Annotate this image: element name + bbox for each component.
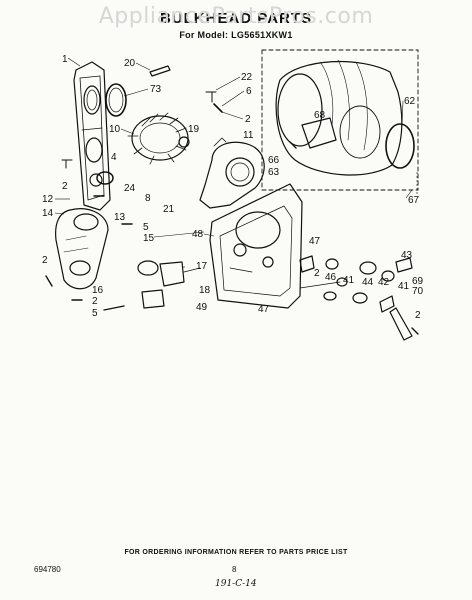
callout-2a: 2 (245, 114, 251, 125)
front-bulkhead-panel (73, 61, 111, 211)
hub-19 (178, 136, 190, 148)
callout-68: 68 (314, 110, 326, 121)
callout-5b: 5 (92, 308, 98, 319)
gasket-73 (105, 83, 127, 117)
callout-13: 13 (114, 212, 126, 223)
callout-21: 21 (163, 204, 175, 215)
ring-4 (96, 171, 114, 185)
callout-22: 22 (241, 72, 253, 83)
callout-14: 14 (42, 208, 54, 219)
document-number: 694780 (34, 565, 61, 574)
callout-2c: 2 (42, 255, 48, 266)
roller-arm-69 (389, 307, 413, 341)
callout-16: 16 (92, 285, 104, 296)
drum-group-box (261, 49, 419, 191)
callout-42: 42 (378, 277, 390, 288)
callout-19: 19 (188, 124, 200, 135)
callout-62: 62 (404, 96, 416, 107)
callout-44: 44 (362, 277, 374, 288)
callout-69: 69 (412, 276, 424, 287)
rear-bulkhead (209, 183, 303, 309)
idler-components (299, 255, 413, 341)
callout-47a: 47 (309, 236, 321, 247)
callout-70: 70 (412, 286, 424, 297)
ordering-info: FOR ORDERING INFORMATION REFER TO PARTS … (124, 549, 348, 556)
drum-baffle (301, 117, 337, 149)
callout-4: 4 (111, 152, 117, 163)
callout-66: 66 (268, 155, 280, 166)
page-title: BULKHEAD PARTS (159, 10, 313, 27)
callout-73: 73 (150, 84, 162, 95)
callout-1: 1 (62, 54, 68, 65)
callout-15: 15 (143, 233, 155, 244)
callout-12: 12 (42, 194, 54, 205)
callout-46: 46 (325, 272, 337, 283)
callout-43: 43 (401, 250, 413, 261)
callout-2b: 2 (62, 181, 68, 192)
callout-63: 63 (268, 167, 280, 178)
callout-49: 49 (196, 302, 208, 313)
callout-48: 48 (192, 229, 204, 240)
callout-2e: 2 (92, 296, 98, 307)
callout-20: 20 (124, 58, 136, 69)
callout-18: 18 (199, 285, 211, 296)
page-number: 8 (232, 565, 237, 574)
callout-8: 8 (145, 193, 151, 204)
callout-41b: 41 (398, 281, 410, 292)
callout-24: 24 (124, 183, 136, 194)
seal-20 (149, 65, 171, 77)
thermostat-assembly (137, 260, 201, 309)
callout-2d: 2 (314, 268, 320, 279)
callout-2f: 2 (415, 310, 421, 321)
callout-41a: 41 (343, 275, 355, 286)
drum (275, 59, 403, 176)
model-subtitle: For Model: LG5651XKW1 (179, 30, 293, 40)
callout-47b: 47 (258, 304, 270, 315)
callout-5a: 5 (143, 222, 149, 233)
drum-seal-62 (385, 123, 415, 169)
blower-wheel (127, 112, 190, 165)
callout-11: 11 (243, 130, 254, 141)
callout-17: 17 (196, 261, 208, 272)
lint-duct (55, 208, 109, 290)
blower-housing (199, 137, 265, 209)
callout-6: 6 (246, 86, 252, 97)
callout-67: 67 (408, 195, 420, 206)
handwritten-note: 191-C-14 (215, 579, 257, 589)
callout-10: 10 (109, 124, 121, 135)
